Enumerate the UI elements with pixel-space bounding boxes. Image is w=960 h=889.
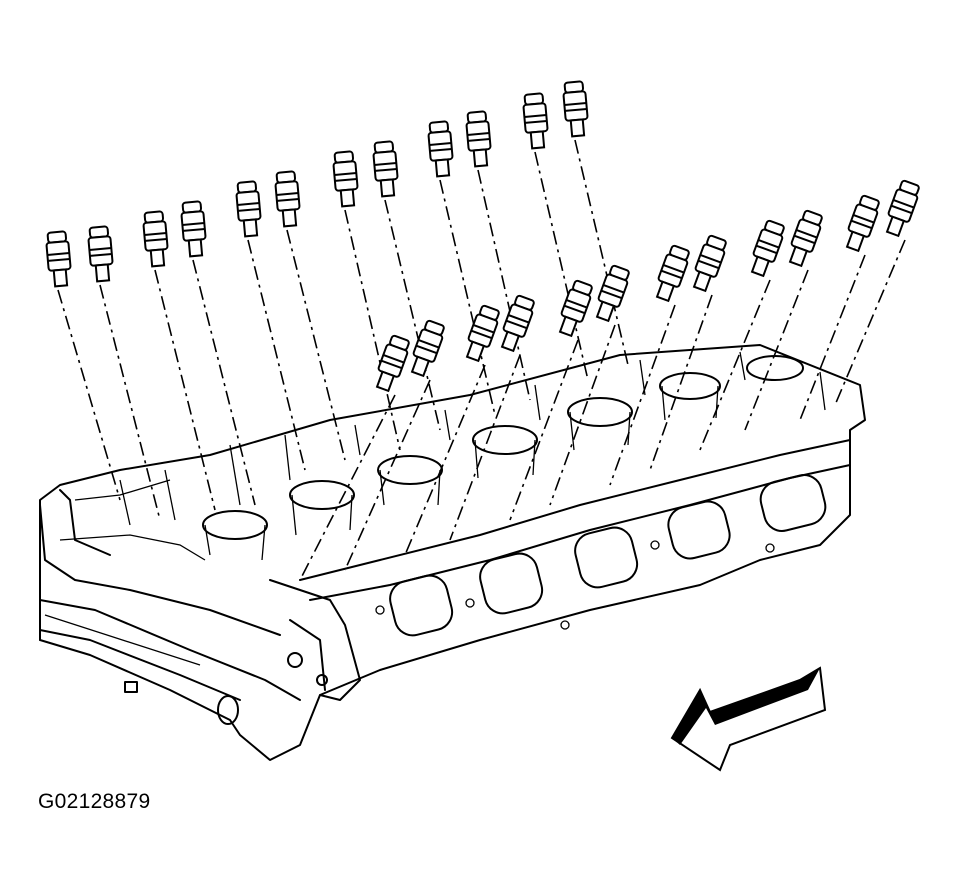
lifter-leader-line xyxy=(344,209,401,451)
lifter-leader-line xyxy=(384,199,441,431)
figure-id-label: G02128879 xyxy=(38,790,151,813)
lifter-leader-line xyxy=(744,269,809,431)
lifter-body xyxy=(45,230,72,288)
lifter-body xyxy=(235,180,262,238)
lifter-body xyxy=(845,194,880,253)
lifter-leader-line xyxy=(57,289,121,501)
valve-lifter xyxy=(522,92,589,381)
lifter-leader-line xyxy=(799,254,866,421)
valve-lifter xyxy=(235,180,306,471)
lifter-body xyxy=(180,200,207,258)
lifter-leader-line xyxy=(404,364,486,556)
lifter-leader-line xyxy=(649,294,713,471)
lifter-body xyxy=(750,219,785,278)
lifter-leader-line xyxy=(99,284,161,521)
valve-lifter xyxy=(834,179,920,406)
lifter-body xyxy=(372,140,399,198)
valve-lifters xyxy=(45,80,920,581)
lifter-body xyxy=(655,244,690,303)
lifter-body xyxy=(788,209,823,268)
lifter-body xyxy=(692,234,727,293)
lifter-body xyxy=(558,279,593,338)
lifter-body xyxy=(465,304,500,363)
lifter-leader-line xyxy=(834,239,906,406)
lifter-leader-line xyxy=(477,169,531,401)
valve-lifter xyxy=(87,225,161,521)
valve-lifter xyxy=(142,210,216,511)
valve-lifter xyxy=(180,200,256,506)
lifter-leader-line xyxy=(549,324,616,506)
lifter-leader-line xyxy=(439,179,496,416)
valve-lifter xyxy=(649,234,727,471)
valve-lifter xyxy=(699,219,785,451)
lifter-body xyxy=(274,170,301,228)
lifter-body xyxy=(562,80,589,138)
lifter-body xyxy=(375,334,410,393)
lifter-leader-line xyxy=(699,279,771,451)
lifter-leader-line xyxy=(192,259,256,506)
lifter-leader-line xyxy=(286,229,346,461)
lifter-leader-line xyxy=(299,394,396,581)
direction-arrow-icon xyxy=(670,666,827,772)
valve-lifter xyxy=(449,294,535,541)
lifter-body xyxy=(410,319,445,378)
lifter-body xyxy=(595,264,630,323)
lifter-leader-line xyxy=(609,304,676,486)
valve-lifter xyxy=(465,110,531,401)
valve-lifter xyxy=(45,230,121,501)
lifter-body xyxy=(427,120,454,178)
lifter-leader-line xyxy=(534,151,589,381)
lifter-body xyxy=(332,150,359,208)
lifter-body xyxy=(885,179,920,238)
lifter-leader-line xyxy=(154,269,216,511)
lifter-body xyxy=(522,92,549,150)
lifter-leader-line xyxy=(449,354,521,541)
valve-lifter xyxy=(609,244,690,486)
valve-lifter xyxy=(799,194,880,421)
lifter-body xyxy=(500,294,535,353)
valve-lifter xyxy=(372,140,441,431)
valve-lifter xyxy=(562,80,629,366)
valve-lifter xyxy=(549,264,630,506)
valve-lifter xyxy=(332,150,401,451)
lifter-body xyxy=(465,110,492,168)
lifter-body xyxy=(87,225,114,283)
lifter-leader-line xyxy=(344,379,431,571)
cylinder-head xyxy=(39,344,866,761)
valve-lifter xyxy=(509,279,593,521)
valve-lifter xyxy=(404,304,500,556)
lifter-body xyxy=(142,210,169,268)
lifter-leader-line xyxy=(247,239,306,471)
valve-lifter xyxy=(744,209,823,431)
valve-lifter xyxy=(299,334,410,581)
lifter-leader-line xyxy=(574,139,629,366)
lifter-leader-line xyxy=(509,339,579,521)
valve-lifter xyxy=(427,120,496,416)
valve-lifter xyxy=(274,170,346,461)
valve-lifter xyxy=(344,319,445,571)
